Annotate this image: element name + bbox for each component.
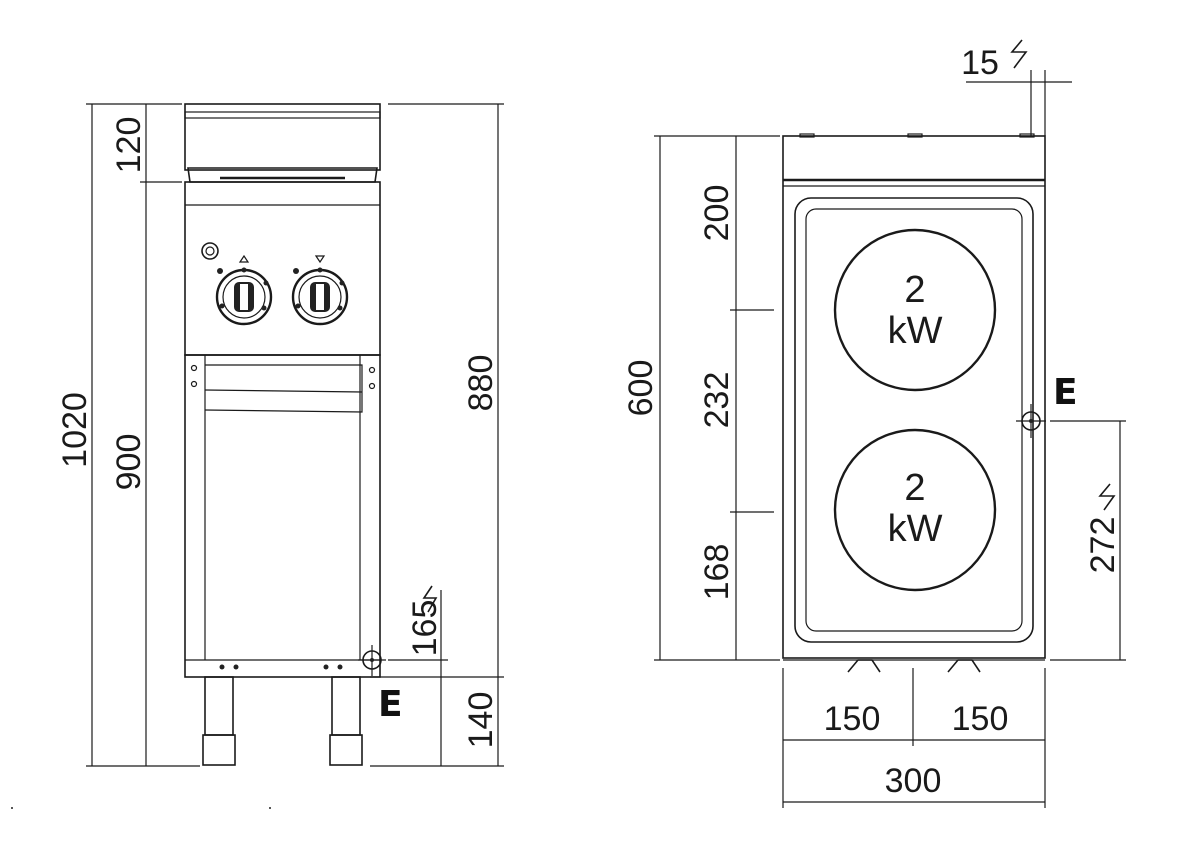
dim-overall-height: 1020	[56, 392, 94, 468]
lightning-icon	[1098, 483, 1116, 511]
backsplash	[184, 103, 381, 171]
front-dimensions	[86, 103, 504, 767]
top-dimensions	[654, 70, 1126, 808]
dim-backsplash: 120	[110, 117, 148, 174]
front-view: E 1020 900 120 880 140 165	[11, 103, 504, 809]
electrical-connection-icon	[1016, 404, 1046, 438]
dim-half-right: 150	[952, 700, 1009, 738]
plate-2-power: 2	[904, 467, 925, 509]
plate-1-power: 2	[904, 269, 925, 311]
stand-frame	[184, 354, 381, 678]
pilot-light-icon	[201, 242, 219, 260]
hob-outline	[782, 135, 1046, 659]
dim-connection-offset: 272	[1084, 517, 1122, 574]
hotplate-rear	[833, 228, 997, 392]
connection-label-front: E	[378, 684, 403, 725]
dim-rear-zone: 168	[698, 544, 736, 601]
control-knob-icon	[215, 254, 273, 326]
plate-1-unit: kW	[888, 310, 943, 352]
dim-connection-height: 165	[406, 600, 444, 657]
dim-body-height: 900	[110, 434, 148, 491]
top-view: 2 kW 2 kW E	[622, 39, 1126, 808]
electrical-connection-icon	[358, 645, 386, 676]
connection-label-top: E	[1053, 372, 1078, 413]
plate-2-unit: kW	[888, 508, 943, 550]
dim-half-left: 150	[824, 700, 881, 738]
dim-leg-height: 140	[462, 692, 500, 749]
dim-front-zone: 200	[698, 185, 736, 242]
lightning-icon	[422, 585, 438, 613]
lightning-icon	[1010, 39, 1028, 69]
dim-middle-zone: 232	[698, 372, 736, 429]
dim-connection-side: 15	[961, 44, 999, 82]
dim-depth: 600	[622, 360, 660, 417]
dim-width: 300	[885, 762, 942, 800]
dim-worktop-height: 880	[462, 355, 500, 412]
control-panel	[184, 181, 381, 356]
control-knob-icon	[291, 255, 349, 326]
hotplate-front	[833, 428, 997, 592]
